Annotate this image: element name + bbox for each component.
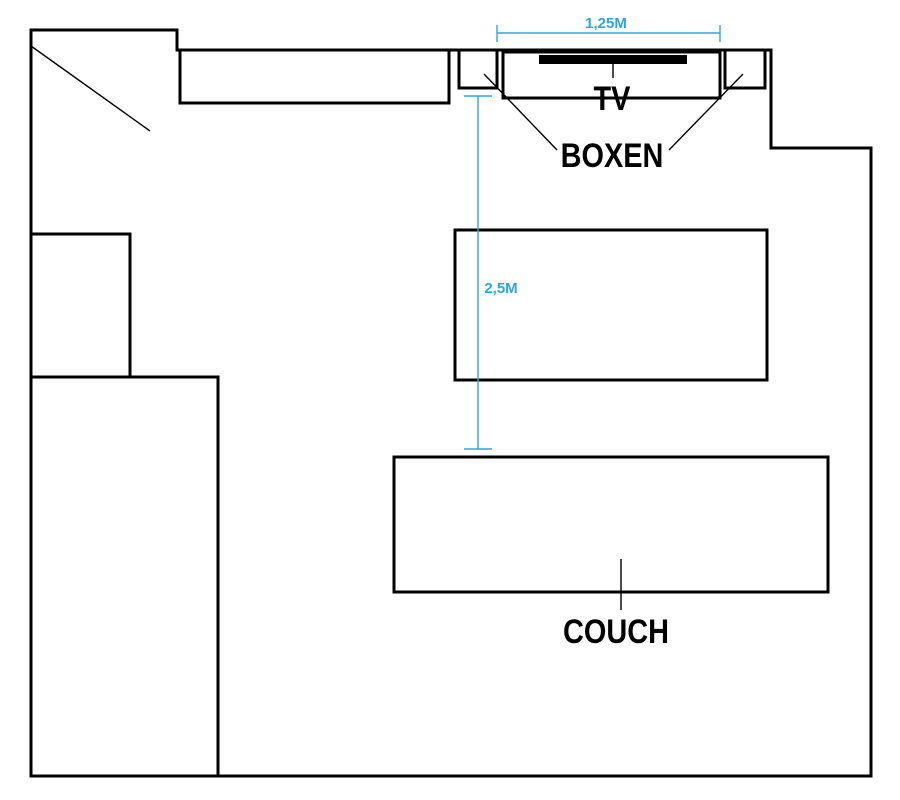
distance-label: 2,5M <box>484 280 517 297</box>
wall-cabinet <box>178 48 451 105</box>
side-table <box>29 232 132 379</box>
tv-screen <box>539 55 687 64</box>
tv-stand <box>501 50 722 100</box>
couch-label: COUCH <box>563 612 669 651</box>
speaker-right <box>723 48 767 90</box>
speaker-right-leader-line <box>668 73 744 151</box>
door-swing-line <box>30 45 151 132</box>
coffee-table <box>453 228 769 382</box>
speaker-left <box>457 48 499 90</box>
couch <box>392 455 830 594</box>
tv-label: TV <box>594 79 631 118</box>
bed <box>29 375 220 778</box>
tv-width-label: 1,25M <box>585 15 627 32</box>
room-outline <box>29 28 873 778</box>
speakers-label: BOXEN <box>561 136 664 175</box>
speaker-left-leader-line <box>483 73 558 151</box>
